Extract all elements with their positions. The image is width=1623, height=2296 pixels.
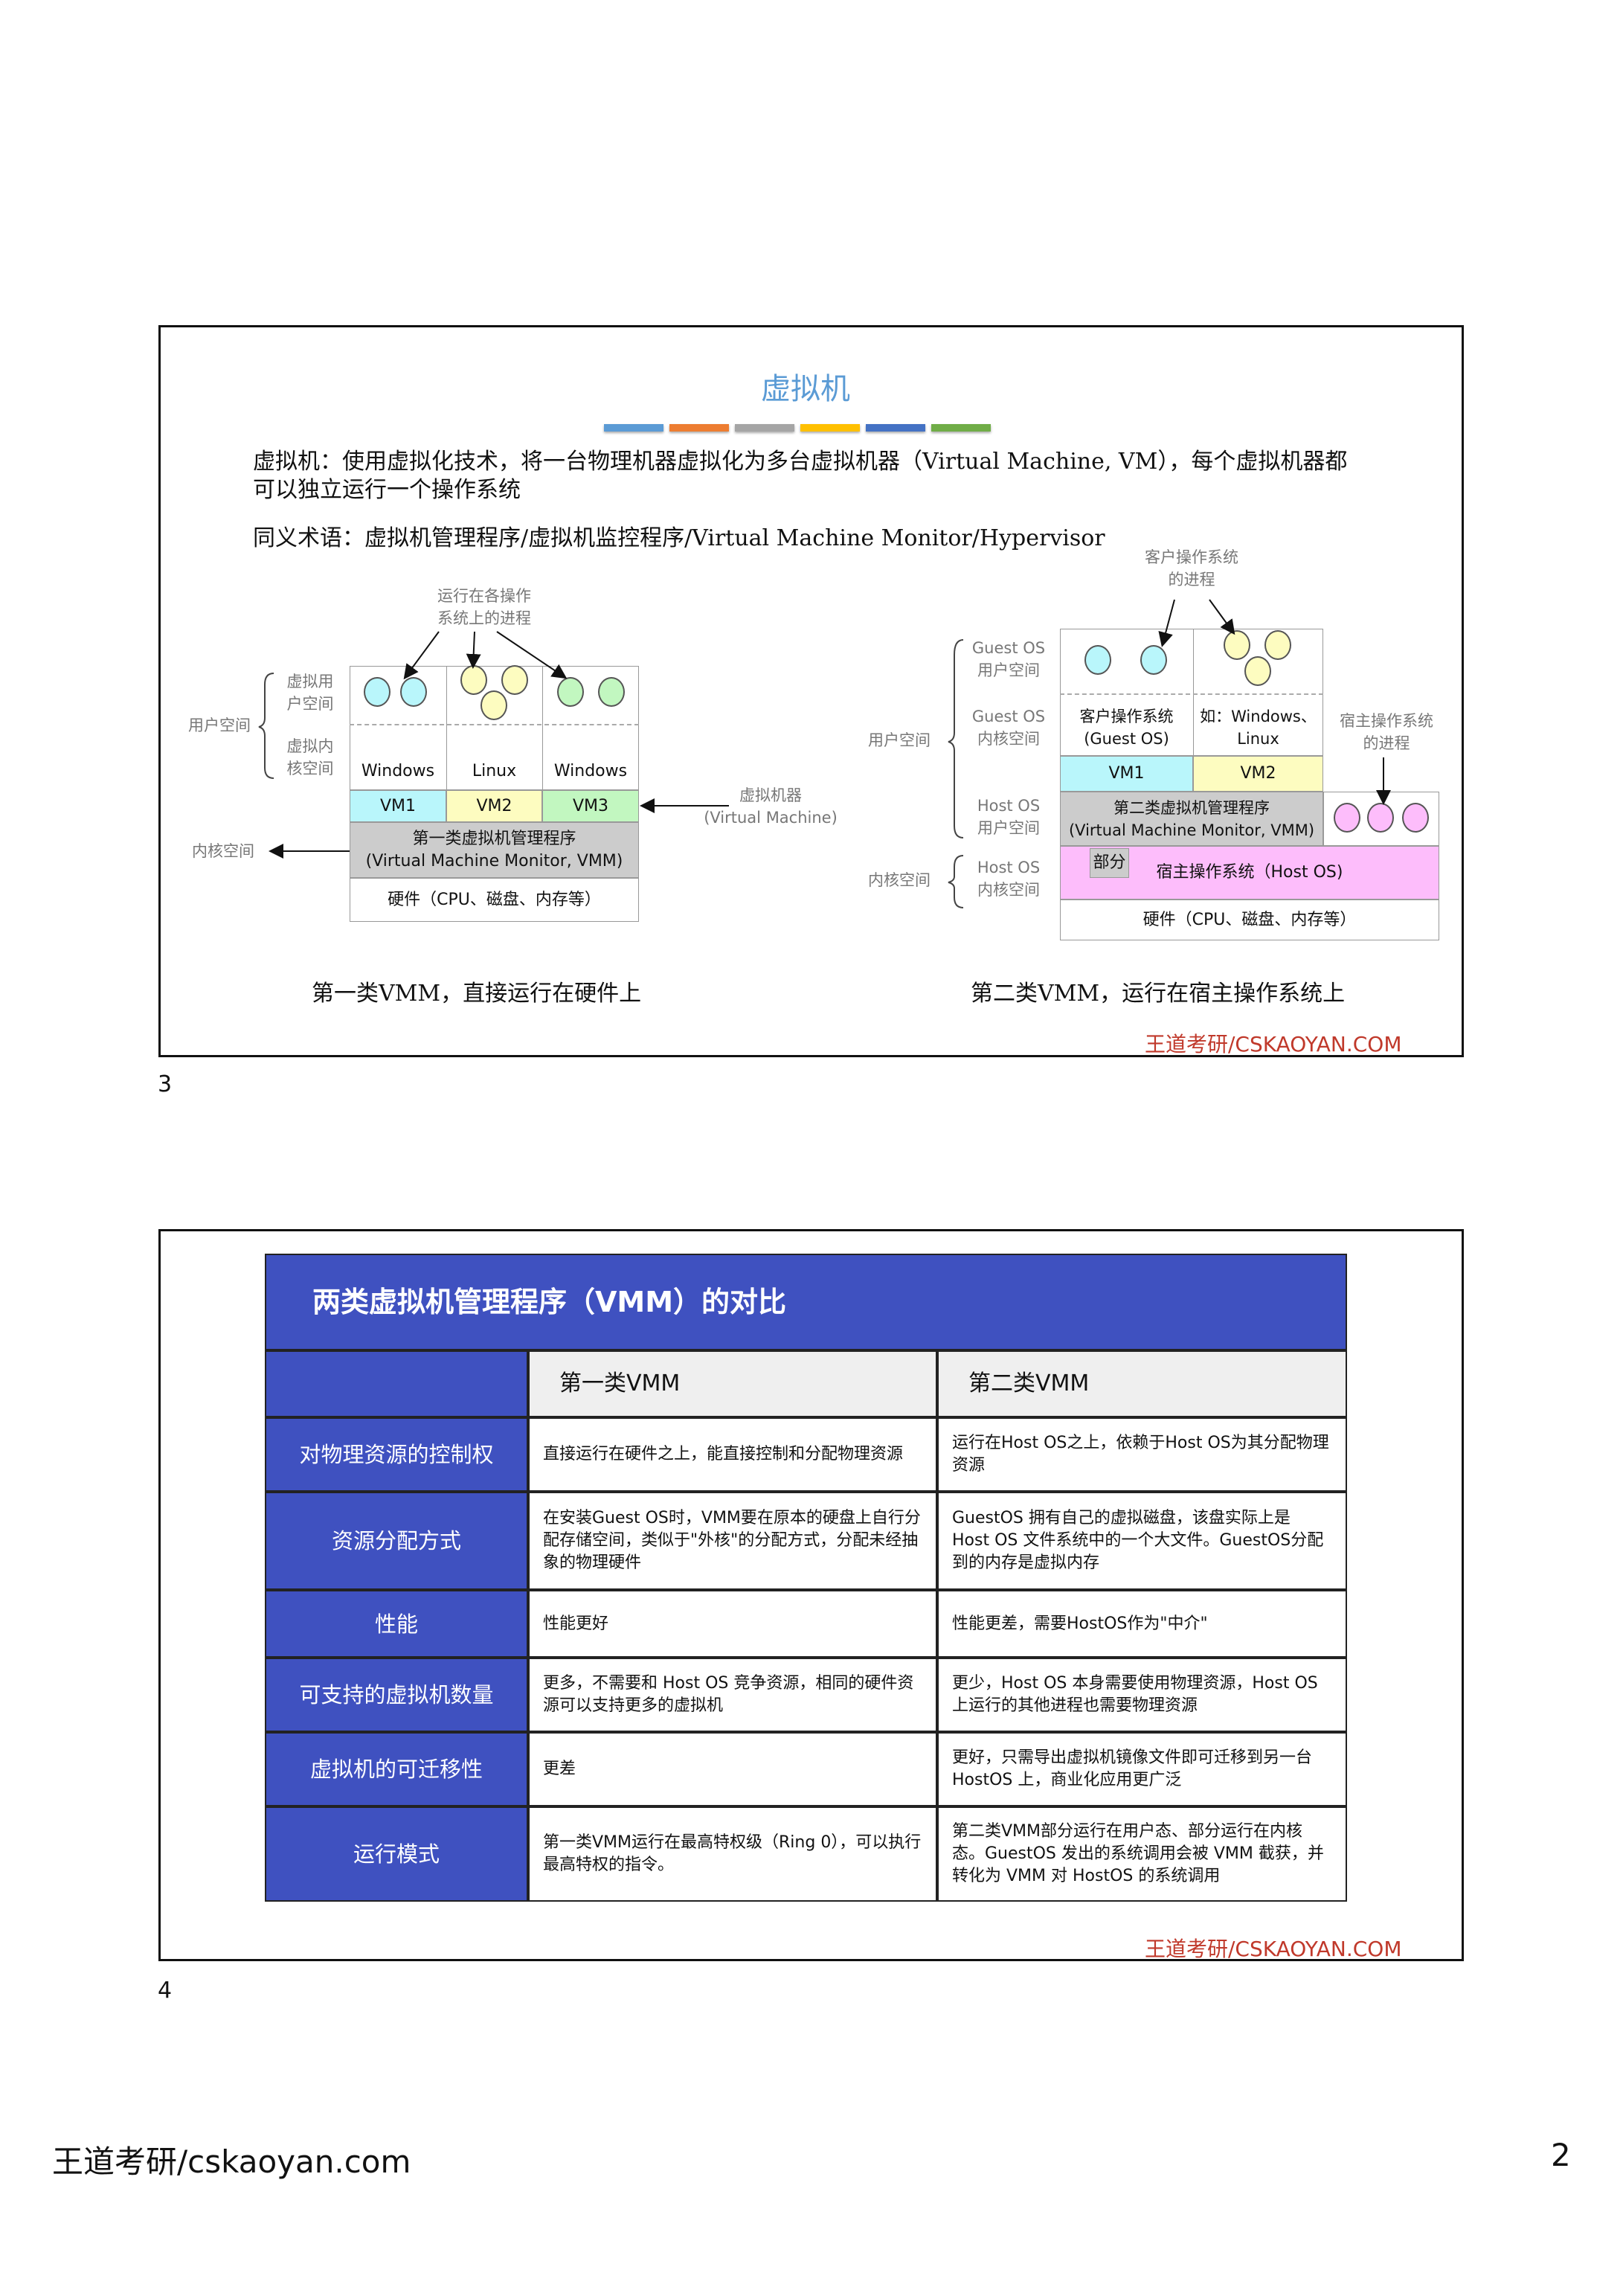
process-circle: [1140, 645, 1167, 675]
brand-link[interactable]: 王道考研/CSKAOYAN.COM: [1145, 1032, 1402, 1056]
type1-vmm: 第一类虚拟机管理程序(Virtual Machine Monitor, VMM): [350, 822, 639, 878]
virtual-kernel-space-label: 虚拟内核空间: [286, 737, 334, 777]
type1-caption: 第一类VMM，直接运行在硬件上: [312, 981, 642, 1007]
guest-process-label: 客户操作系统的进程: [1145, 548, 1238, 589]
color-bars: [601, 420, 994, 434]
row-header: 可支持的虚拟机数量: [265, 1658, 528, 1732]
type1-cell: 在安装Guest OS时，VMM要在原本的硬盘上自行分配存储空间，类似于"外核"…: [528, 1492, 937, 1590]
virtual-user-space-label: 虚拟用户空间: [286, 673, 334, 713]
host-process-label: 宿主操作系统的进程: [1340, 712, 1433, 752]
table-title: 两类虚拟机管理程序（VMM）的对比: [265, 1254, 1347, 1350]
row-header: 虚拟机的可迁移性: [265, 1732, 528, 1806]
vm3: VM3: [542, 790, 639, 822]
brace: [948, 855, 964, 908]
arrow: [466, 631, 481, 669]
process-circle: [557, 677, 584, 707]
os-label: Windows: [553, 762, 628, 780]
type1-cell: 第一类VMM运行在最高特权级（Ring 0），可以执行最高特权的指令。: [528, 1806, 937, 1902]
process-circle: [1402, 803, 1429, 833]
vm1: VM1: [350, 790, 446, 822]
os-label: Linux: [472, 762, 517, 780]
arrow: [403, 631, 440, 680]
slide-number: 4: [158, 1978, 173, 2004]
type2-cell: 第二类VMM部分运行在用户态、部分运行在内核态。GuestOS 发出的系统调用会…: [937, 1806, 1347, 1902]
color-bar: [604, 424, 663, 432]
virtual-machine-label: 虚拟机器(Virtual Machine): [704, 786, 838, 827]
os-label: Windows: [361, 762, 435, 780]
hardware: 硬件（CPU、磁盘、内存等）: [350, 878, 639, 922]
slide-3: [158, 325, 1464, 1057]
type2-cell: GuestOS 拥有自己的虚拟磁盘，该盘实际上是 Host OS 文件系统中的一…: [937, 1492, 1347, 1590]
vm1: VM1: [1060, 756, 1193, 792]
process-label: 运行在各操作系统上的进程: [437, 587, 531, 627]
slide-number: 3: [158, 1071, 173, 1097]
guest-area: [1060, 629, 1323, 756]
diagram-arrows: [258, 599, 1391, 908]
user-space-label: 用户空间: [868, 731, 931, 749]
row-header: 资源分配方式: [265, 1492, 528, 1590]
process-circle: [364, 677, 391, 707]
arrow: [1158, 599, 1175, 647]
kernel-space-label: 内核空间: [192, 842, 254, 860]
part-label: 部分: [1090, 848, 1129, 878]
row-header: 对物理资源的控制权: [265, 1417, 528, 1492]
corner-cell: [265, 1350, 528, 1417]
type1-cell: 性能更好: [528, 1590, 937, 1658]
definition-line: 可以独立运行一个操作系统: [253, 477, 521, 503]
process-circle: [501, 665, 528, 695]
definition: 虚拟机：使用虚拟化技术，将一台物理机器虚拟化为多台虚拟机器（Virtual Ma…: [253, 448, 1347, 504]
color-bar: [931, 424, 991, 432]
row-header: 性能: [265, 1590, 528, 1658]
vm2: VM2: [1193, 756, 1323, 792]
process-circle: [481, 690, 507, 720]
guest-os-example: 如：Windows、Linux: [1200, 708, 1317, 748]
process-circle: [1367, 803, 1394, 833]
hardware: 硬件（CPU、磁盘、内存等）: [1060, 900, 1439, 940]
process-circle: [1264, 630, 1291, 660]
brace: [948, 639, 964, 838]
type1-cell: 更多，不需要和 Host OS 竞争资源，相同的硬件资源可以支持更多的虚拟机: [528, 1658, 937, 1732]
brand-link[interactable]: 王道考研/CSKAOYAN.COM: [1145, 1937, 1402, 1961]
guest-os-label: 客户操作系统(Guest OS): [1079, 708, 1174, 748]
process-circle: [1084, 645, 1111, 675]
process-circle: [598, 677, 625, 707]
footer-site: 王道考研/cskaoyan.com: [52, 2143, 411, 2180]
type2-caption: 第二类VMM，运行在宿主操作系统上: [971, 981, 1346, 1007]
kernel-space-label: 内核空间: [868, 871, 931, 889]
type2-cell: 运行在Host OS之上，依赖于Host OS为其分配物理资源: [937, 1417, 1347, 1492]
type2-cell: 更少，Host OS 本身需要使用物理资源，Host OS 上运行的其他进程也需…: [937, 1658, 1347, 1732]
synonyms: 同义术语：虚拟机管理程序/虚拟机监控程序/Virtual Machine Mon…: [253, 525, 1105, 551]
color-bar: [866, 424, 925, 432]
process-circle: [1334, 803, 1360, 833]
definition-line: 虚拟机：使用虚拟化技术，将一台物理机器虚拟化为多台虚拟机器（Virtual Ma…: [253, 449, 1348, 475]
color-bar: [735, 424, 794, 432]
process-circle: [400, 677, 427, 707]
brace: [258, 673, 274, 779]
color-bar: [669, 424, 729, 432]
guest-area: [350, 666, 639, 790]
vm2: VM2: [446, 790, 542, 822]
arrow: [496, 631, 568, 679]
arrow: [1209, 599, 1235, 635]
column-header: 第二类VMM: [937, 1350, 1347, 1417]
process-circle: [1244, 656, 1271, 686]
slide-4: [158, 1229, 1464, 1961]
process-circle: [1224, 630, 1250, 660]
slide-title: 虚拟机: [761, 372, 850, 406]
row-header: 运行模式: [265, 1806, 528, 1902]
page-number: 2: [1551, 2137, 1571, 2173]
user-space-label: 用户空间: [188, 716, 251, 734]
color-bar: [800, 424, 860, 432]
type2-cell: 性能更差，需要HostOS作为"中介": [937, 1590, 1347, 1658]
type1-cell: 更差: [528, 1732, 937, 1806]
type2-vmm: 第二类虚拟机管理程序(Virtual Machine Monitor, VMM): [1060, 792, 1323, 846]
type1-cell: 直接运行在硬件之上，能直接控制和分配物理资源: [528, 1417, 937, 1492]
column-header: 第一类VMM: [528, 1350, 937, 1417]
type2-cell: 更好，只需导出虚拟机镜像文件即可迁移到另一台 HostOS 上，商业化应用更广泛: [937, 1732, 1347, 1806]
